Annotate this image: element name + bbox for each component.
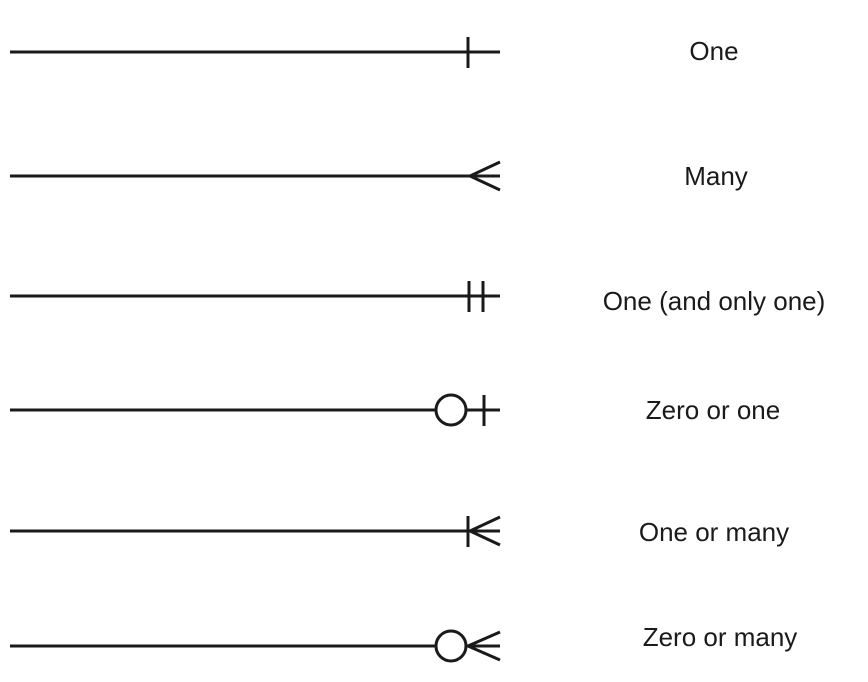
one-and-only-one-symbol [10, 281, 500, 312]
row-one-and-only-one: One (and only one) [10, 281, 825, 316]
zero-or-many-symbol [10, 629, 501, 663]
row-one-or-many: One or many [10, 515, 789, 547]
label-one-and-only-one: One (and only one) [603, 286, 826, 316]
one-symbol [10, 37, 500, 68]
zero-or-one-symbol [10, 393, 500, 427]
label-many: Many [684, 161, 748, 191]
label-one-or-many: One or many [639, 517, 789, 547]
many-symbol [10, 160, 501, 192]
row-many: Many [10, 160, 748, 192]
label-zero-or-many: Zero or many [643, 622, 798, 652]
one-or-many-symbol [10, 515, 501, 547]
label-zero-or-one: Zero or one [646, 395, 780, 425]
row-zero-or-one: Zero or one [10, 393, 780, 427]
row-zero-or-many: Zero or many [10, 622, 798, 663]
row-one: One [10, 36, 739, 68]
label-one: One [689, 36, 738, 66]
